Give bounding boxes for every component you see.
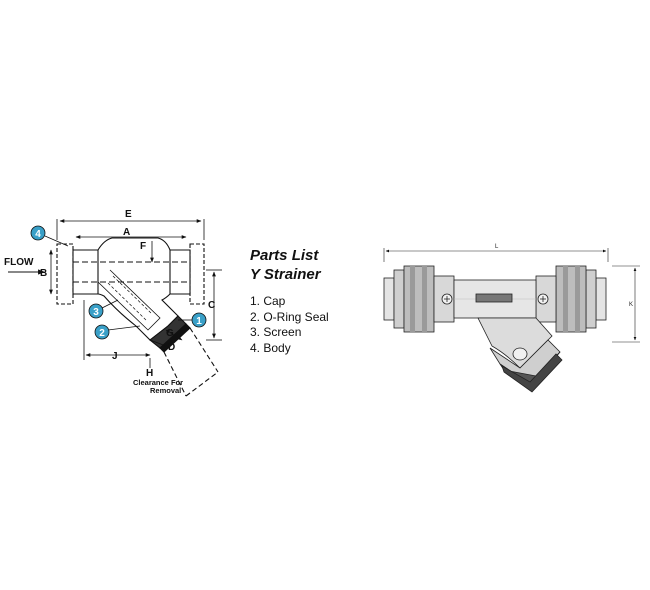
dimension-j-label: J	[112, 351, 118, 362]
list-item: 2. O-Ring Seal	[250, 309, 329, 324]
clearance-label-line1: Clearance For	[133, 378, 183, 387]
list-item: 1. Cap	[250, 294, 286, 308]
callout-3: 3	[88, 299, 119, 319]
svg-text:3: 3	[93, 307, 99, 318]
parts-list-items: 1. Cap 2. O-Ring Seal 3. Screen 4. Body	[250, 294, 380, 356]
dimension-k-label: K	[629, 302, 633, 308]
flow-label: FLOW	[4, 257, 34, 268]
callout-1: 1	[178, 312, 207, 328]
dimension-a-label: A	[123, 227, 130, 238]
dimension-h-label: H	[146, 368, 153, 379]
left-strainer-diagram	[8, 219, 222, 397]
callout-2: 2	[94, 324, 141, 340]
list-item: 4. Body	[250, 340, 291, 355]
svg-text:4: 4	[35, 229, 41, 240]
parts-list-title: Parts List	[250, 247, 319, 264]
callout-4: 4	[30, 225, 69, 247]
right-strainer-diagram	[383, 248, 640, 393]
dimension-l-label: L	[495, 244, 499, 250]
dimension-b-label: B	[40, 268, 47, 279]
dimension-d-label: D	[168, 342, 175, 353]
dimension-f-label: F	[140, 241, 146, 252]
svg-text:2: 2	[99, 328, 105, 339]
dimension-c-label: C	[208, 300, 215, 311]
parts-list: Parts List Y Strainer 1. Cap 2. O-Ring S…	[250, 246, 380, 356]
parts-list-subtitle: Y Strainer	[250, 266, 321, 283]
list-item: 3. Screen	[250, 325, 302, 339]
dimension-e-label: E	[125, 209, 132, 220]
dimension-g-label: G	[166, 328, 174, 339]
svg-text:1: 1	[196, 316, 202, 327]
clearance-label-line2: Removal	[150, 386, 181, 395]
